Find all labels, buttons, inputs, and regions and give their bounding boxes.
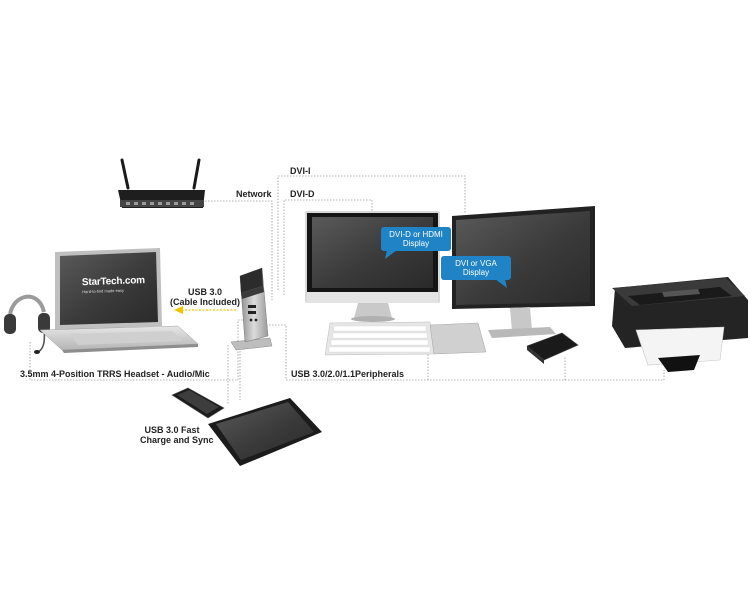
cables [29, 175, 665, 405]
monitor-right-icon [452, 206, 595, 338]
label-usb3-cable: USB 3.0 (Cable Included) [170, 287, 240, 307]
label-fast-charge: USB 3.0 Fast Charge and Sync [140, 425, 214, 445]
label-usb3-cable-line1: USB 3.0 [187, 287, 222, 297]
label-headset: 3.5mm 4-Position TRRS Headset - Audio/Mi… [20, 369, 210, 379]
display-right-bubble: DVI or VGA Display [441, 256, 511, 288]
trackpad-icon [429, 322, 487, 355]
label-usb3-cable-line2: (Cable Included) [170, 297, 241, 307]
display-left-bubble-line2: Display [402, 239, 430, 248]
cable-peripherals [266, 324, 566, 381]
label-dvi-i: DVI-I [290, 166, 311, 176]
phone-icon [171, 387, 225, 419]
cable-headset [29, 319, 245, 381]
label-fast-charge-line1: USB 3.0 Fast [144, 425, 200, 435]
hard-drive-icon [526, 332, 579, 364]
cable-printer [565, 370, 665, 381]
docking-station-icon [230, 267, 273, 351]
monitor-left-icon [305, 211, 440, 322]
display-left-bubble-line1: DVI-D or HDMI [389, 230, 443, 239]
laptop-icon [39, 248, 199, 353]
display-right-bubble-line2: Display [462, 268, 490, 277]
usb-arrow [174, 306, 236, 314]
startech-logo: StarTech.com Hard-to-find made easy [82, 275, 153, 294]
cable-network [205, 200, 273, 300]
label-fast-charge-line2: Charge and Sync [140, 435, 214, 445]
tablet-icon [208, 398, 322, 466]
printer-icon [612, 277, 748, 372]
headset-icon [4, 294, 50, 354]
display-left-bubble: DVI-D or HDMI Display [381, 227, 451, 259]
label-dvi-d: DVI-D [290, 189, 315, 199]
cable-dvi-d [283, 199, 373, 295]
cable-dvi-i [277, 175, 466, 290]
label-network: Network [236, 189, 272, 199]
keyboard-icon [324, 321, 435, 356]
label-usb-peripherals: USB 3.0/2.0/1.1Peripherals [291, 369, 405, 379]
display-right-bubble-line1: DVI or VGA [455, 259, 497, 268]
router-icon [118, 158, 205, 208]
